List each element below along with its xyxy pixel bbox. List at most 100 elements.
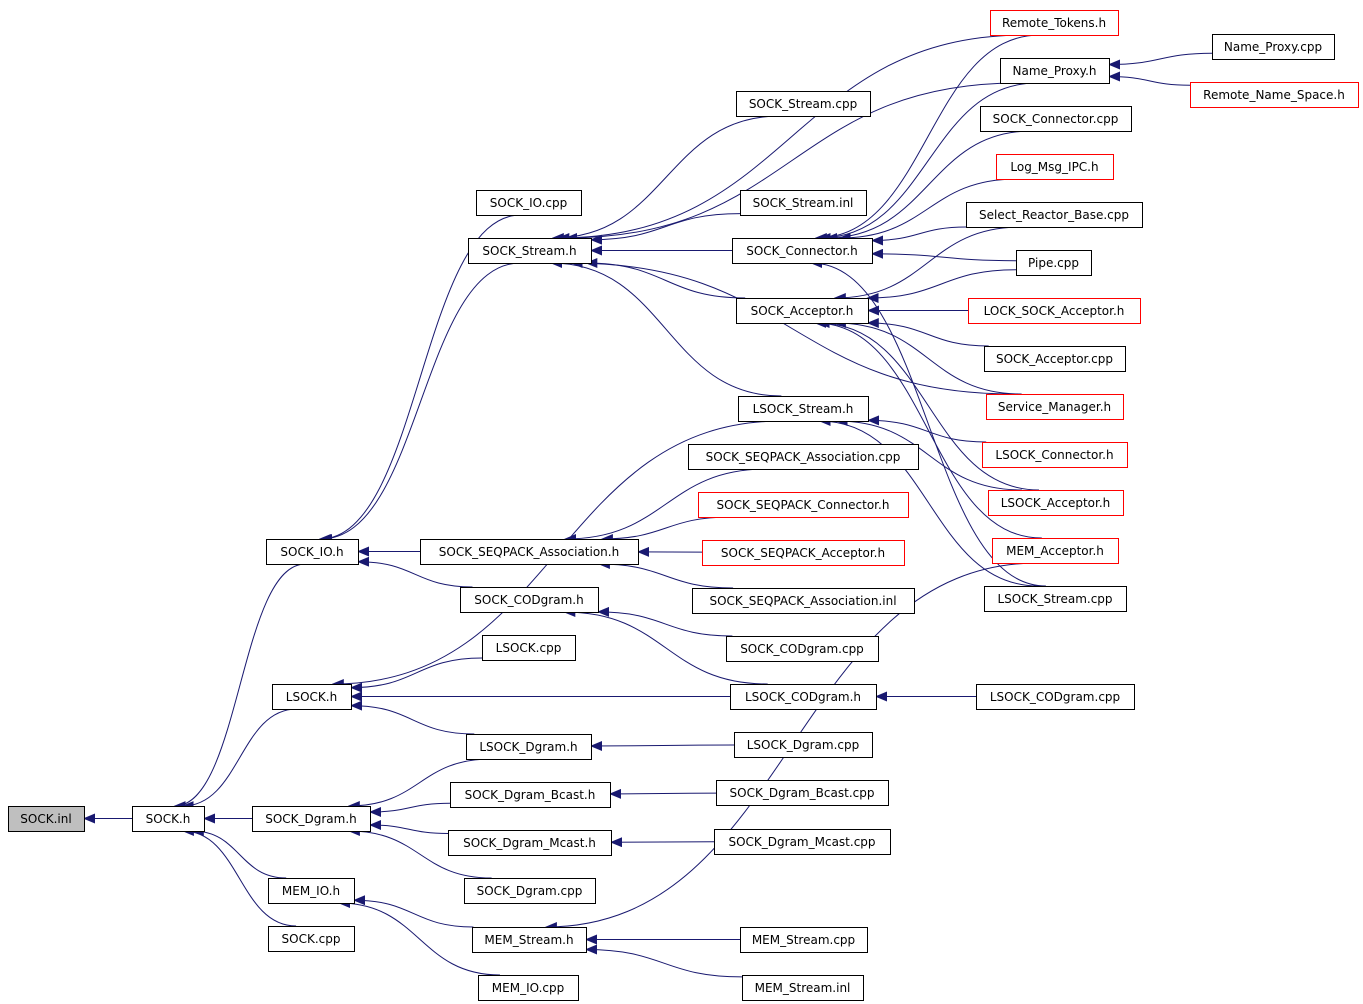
node-label: Log_Msg_IPC.h [1010, 160, 1098, 174]
node-sock-inl[interactable]: SOCK.inl [8, 806, 85, 832]
node-lsock-h[interactable]: LSOCK.h [272, 684, 352, 710]
node-lsock-dgram-cpp[interactable]: LSOCK_Dgram.cpp [734, 732, 873, 758]
edge-sock-dgram-cpp-to-sock-dgram-h [347, 826, 492, 879]
node-mem-stream-inl[interactable]: MEM_Stream.inl [742, 975, 864, 1001]
edge-sock-acceptor-cpp-to-sock-acceptor-h [866, 318, 989, 347]
edge-lsock-dgram-cpp-to-lsock-dgram-h [590, 740, 735, 751]
node-sock-seqpack-assoc-inl[interactable]: SOCK_SEQPACK_Association.inl [692, 588, 915, 614]
node-label: LSOCK_CODgram.h [745, 690, 861, 704]
node-label: SOCK_Stream.inl [753, 196, 854, 210]
node-select-reactor-base-cpp[interactable]: Select_Reactor_Base.cpp [966, 202, 1143, 228]
node-sock-stream-h[interactable]: SOCK_Stream.h [468, 238, 592, 264]
node-label: Select_Reactor_Base.cpp [979, 208, 1129, 222]
node-lsock-cpp[interactable]: LSOCK.cpp [482, 635, 576, 661]
node-layer: SOCK.inl SOCK.h SOCK_IO.hLSOCK.hSOCK_Dgram… [8, 10, 1359, 1001]
node-sock-h[interactable]: SOCK.h [132, 806, 205, 832]
node-label: SOCK_SEQPACK_Association.cpp [706, 450, 901, 464]
node-label: SOCK_Acceptor.cpp [996, 352, 1113, 366]
node-box [736, 91, 871, 117]
node-box [272, 684, 352, 710]
node-mem-io-h[interactable]: MEM_IO.h [268, 878, 355, 904]
node-mem-acceptor-h[interactable]: MEM_Acceptor.h [992, 538, 1119, 564]
node-sock-dgram-h[interactable]: SOCK_Dgram.h [252, 806, 371, 832]
node-sock-cpp[interactable]: SOCK.cpp [268, 926, 355, 952]
node-lsock-codgram-h[interactable]: LSOCK_CODgram.h [730, 684, 877, 710]
node-label: LSOCK.cpp [496, 641, 562, 655]
node-sock-dgram-cpp[interactable]: SOCK_Dgram.cpp [464, 878, 596, 904]
node-sock-seqpack-connector-h[interactable]: SOCK_SEQPACK_Connector.h [698, 492, 909, 518]
node-remote-name-space-h[interactable]: Remote_Name_Space.h [1190, 82, 1359, 108]
node-box [734, 732, 873, 758]
node-sock-codgram-h[interactable]: SOCK_CODgram.h [460, 587, 599, 613]
node-box [464, 878, 596, 904]
edge-sock-codgram-h-to-sock-io-h [357, 556, 473, 588]
node-mem-stream-h[interactable]: MEM_Stream.h [472, 927, 587, 953]
edge-log-msg-ipc-h-to-sock-connector-h [838, 178, 1017, 243]
node-label: SOCK_SEQPACK_Acceptor.h [721, 546, 885, 560]
node-sock-connector-cpp[interactable]: SOCK_Connector.cpp [980, 106, 1132, 132]
node-sock-acceptor-cpp[interactable]: SOCK_Acceptor.cpp [984, 346, 1126, 372]
node-lsock-stream-h[interactable]: LSOCK_Stream.h [738, 396, 869, 422]
node-label: LSOCK_Acceptor.h [1001, 496, 1111, 510]
node-sock-seqpack-assoc-cpp[interactable]: SOCK_SEQPACK_Association.cpp [688, 444, 919, 470]
node-label: SOCK_Dgram.cpp [477, 884, 583, 898]
node-label: MEM_Acceptor.h [1006, 544, 1104, 558]
node-box [730, 684, 877, 710]
node-sock-seqpack-acceptor-h[interactable]: SOCK_SEQPACK_Acceptor.h [702, 540, 905, 566]
node-sock-dgram-bcast-cpp[interactable]: SOCK_Dgram_Bcast.cpp [716, 780, 889, 806]
node-sock-codgram-cpp[interactable]: SOCK_CODgram.cpp [726, 636, 879, 662]
edge-name-proxy-h-to-sock-stream-h [565, 82, 1019, 243]
node-mem-io-cpp[interactable]: MEM_IO.cpp [478, 975, 579, 1001]
edge-pipe-cpp-to-sock-connector-h [871, 248, 1017, 262]
node-mem-stream-cpp[interactable]: MEM_Stream.cpp [740, 927, 868, 953]
node-sock-seqpack-assoc-h[interactable]: SOCK_SEQPACK_Association.h [420, 539, 639, 565]
node-lsock-dgram-h[interactable]: LSOCK_Dgram.h [466, 734, 592, 760]
node-sock-stream-cpp[interactable]: SOCK_Stream.cpp [736, 91, 871, 117]
edge-select-reactor-base-cpp-to-sock-acceptor-h [833, 226, 1022, 303]
node-label: SOCK_Dgram_Bcast.h [465, 788, 596, 802]
edge-lsock-dgram-h-to-lsock-h [350, 700, 475, 735]
node-service-manager-h[interactable]: Service_Manager.h [986, 394, 1124, 420]
node-sock-dgram-mcast-h[interactable]: SOCK_Dgram_Mcast.h [448, 830, 612, 856]
edge-mem-stream-inl-to-mem-stream-h [585, 944, 743, 978]
node-remote-tokens-h[interactable]: Remote_Tokens.h [990, 10, 1119, 36]
node-label: Remote_Tokens.h [1002, 16, 1106, 30]
node-label: SOCK_Acceptor.h [751, 304, 854, 318]
node-sock-acceptor-h[interactable]: SOCK_Acceptor.h [736, 298, 869, 324]
node-sock-connector-h[interactable]: SOCK_Connector.h [732, 238, 873, 264]
node-lsock-codgram-cpp[interactable]: LSOCK_CODgram.cpp [976, 684, 1135, 710]
node-label: Name_Proxy.h [1013, 64, 1097, 78]
node-box [990, 10, 1119, 36]
node-sock-io-cpp[interactable]: SOCK_IO.cpp [476, 190, 582, 216]
edge-lsock-acceptor-h-to-lsock-stream-h [835, 416, 1022, 491]
node-box [466, 734, 592, 760]
node-lsock-acceptor-h[interactable]: LSOCK_Acceptor.h [988, 490, 1124, 516]
node-sock-dgram-bcast-h[interactable]: SOCK_Dgram_Bcast.h [450, 782, 611, 808]
node-name-proxy-h[interactable]: Name_Proxy.h [1000, 58, 1110, 84]
node-name-proxy-cpp[interactable]: Name_Proxy.cpp [1212, 34, 1335, 60]
node-label: LSOCK_Stream.cpp [997, 592, 1112, 606]
node-lsock-stream-cpp[interactable]: LSOCK_Stream.cpp [984, 586, 1127, 612]
node-box [8, 806, 85, 832]
node-box [420, 539, 639, 565]
node-box [252, 806, 371, 832]
node-label: SOCK_Dgram_Mcast.h [463, 836, 596, 850]
node-box [478, 975, 579, 1001]
node-label: SOCK_Dgram_Bcast.cpp [730, 786, 875, 800]
node-lock-sock-acceptor-h[interactable]: LOCK_SOCK_Acceptor.h [968, 298, 1141, 324]
node-sock-stream-inl[interactable]: SOCK_Stream.inl [740, 190, 867, 216]
edge-lsock-h-to-sock-h [181, 708, 297, 811]
edge-sock-dgram-mcast-h-to-sock-dgram-h [369, 820, 449, 834]
node-box [988, 490, 1124, 516]
node-sock-dgram-mcast-cpp[interactable]: SOCK_Dgram_Mcast.cpp [714, 829, 891, 855]
node-box [742, 975, 864, 1001]
node-box [984, 586, 1127, 612]
edge-mem-stream-h-to-mem-io-h [353, 895, 474, 928]
node-log-msg-ipc-h[interactable]: Log_Msg_IPC.h [996, 154, 1114, 180]
node-box [716, 780, 889, 806]
node-lsock-connector-h[interactable]: LSOCK_Connector.h [982, 442, 1128, 468]
node-sock-io-h[interactable]: SOCK_IO.h [266, 539, 359, 565]
node-pipe-cpp[interactable]: Pipe.cpp [1016, 250, 1092, 276]
node-box [982, 442, 1128, 468]
